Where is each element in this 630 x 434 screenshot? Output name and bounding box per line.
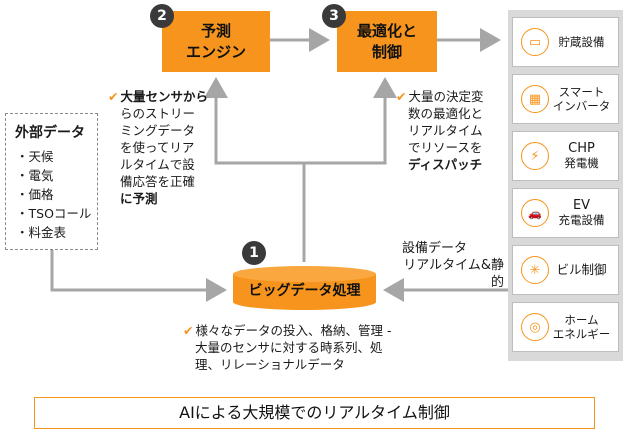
external-data-item: 価格 <box>16 185 91 204</box>
equipment-data-line2: リアルタイム&静的 <box>403 258 504 290</box>
check-icon: ✔ <box>108 89 119 104</box>
asset-ev-line1: EV <box>572 198 591 213</box>
optimize-control-line2: 制御 <box>371 42 402 61</box>
forecast-note-line-6: に予測 <box>120 191 158 206</box>
bigdata-note-line-2: 理、リレーショナルデータ <box>195 357 345 372</box>
forecast-engine-line2: エンジン <box>185 42 246 61</box>
optimize-note-line-1: 数の最適化と <box>408 106 484 121</box>
external-data-item: 天候 <box>16 147 91 166</box>
asset-smart-inverter-line1: スマート <box>558 85 605 99</box>
optimize-control-line1: 最適化と <box>356 21 417 40</box>
step-badge-3: 3 <box>322 4 346 28</box>
arrow-external-to-bigdata <box>50 250 227 302</box>
asset-chp-line2: 発電機 <box>564 156 599 170</box>
equipment-data-line1: 設備データ <box>402 241 468 256</box>
forecast-note-line-1: らのストリー <box>120 106 196 121</box>
optimize-note-line-2: リアルタイム <box>408 123 483 138</box>
asset-home-energy: ◎ ホーム エネルギー <box>512 302 619 352</box>
forecast-note-line-2: ミングデータ <box>120 123 196 138</box>
asset-building-control-label: ビル制御 <box>556 262 607 277</box>
bigdata-label: ビッグデータ処理 <box>248 283 361 299</box>
asset-building-control: ✳ ビル制御 <box>512 245 619 295</box>
optimize-control-box: 最適化と 制御 <box>337 11 437 72</box>
asset-chp-line1: CHP <box>568 141 595 156</box>
forecast-note: ✔大量センサから らのストリー ミングデータ を使ってリア ルタイムで設 備応答… <box>108 88 208 207</box>
external-data-box: 外部データ 天候 電気 価格 TSOコール 料金表 <box>5 113 98 250</box>
asset-chp: ⚡ CHP 発電機 <box>512 131 619 181</box>
asset-ev-line2: 充電設備 <box>558 213 605 227</box>
external-data-item: 料金表 <box>16 223 91 242</box>
asset-ev: 🚗 EV 充電設備 <box>512 188 619 238</box>
check-icon: ✔ <box>396 89 407 104</box>
asset-smart-inverter: ▦ スマート インバータ <box>512 74 619 124</box>
bigdata-cylinder <box>233 266 376 310</box>
arrow-bigdata-to-optimize <box>304 77 397 165</box>
external-data-list: 天候 電気 価格 TSOコール 料金表 <box>16 147 92 242</box>
asset-smart-inverter-line2: インバータ <box>552 99 611 113</box>
external-data-item: TSOコール <box>16 204 92 223</box>
step-badge-1: 1 <box>242 241 266 265</box>
optimize-note-line-4: ディスパッチ <box>408 157 483 172</box>
external-data-title: 外部データ <box>15 125 85 141</box>
arrow-bigdata-to-forecast <box>204 77 306 262</box>
bigdata-note-line-1: 大量のセンサに対する時系列、処 <box>195 340 383 355</box>
forecast-note-line-3: を使ってリア <box>120 140 195 155</box>
asset-storage: ▭ 貯蔵設備 <box>512 17 619 67</box>
bigdata-note-line-0: 様々なデータの投入、格納、管理 - <box>195 323 392 338</box>
thermometer-icon: ✳ <box>521 256 549 284</box>
solar-panel-icon: ▦ <box>521 85 549 113</box>
home-energy-icon: ◎ <box>521 313 549 341</box>
ev-car-icon: 🚗 <box>521 199 549 227</box>
asset-home-energy-line1: ホーム <box>564 313 599 327</box>
optimize-note: ✔大量の決定変 数の最適化と リアルタイム でリソースを ディスパッチ <box>396 88 504 173</box>
forecast-engine-box: 予測 エンジン <box>162 11 270 72</box>
optimize-note-line-3: でリソースを <box>408 140 483 155</box>
check-icon: ✔ <box>183 323 194 338</box>
step-badge-2: 2 <box>150 4 174 28</box>
equipment-data-label: 設備データ リアルタイム&静的 <box>392 240 504 291</box>
battery-icon: ▭ <box>521 28 549 56</box>
optimize-note-line-0: 大量の決定変 <box>408 89 484 104</box>
chp-icon: ⚡ <box>521 142 549 170</box>
asset-storage-label: 貯蔵設備 <box>558 35 605 49</box>
external-data-item: 電気 <box>16 166 91 185</box>
forecast-note-line-0: 大量センサから <box>120 89 208 104</box>
forecast-note-line-4: ルタイムで設 <box>120 157 195 172</box>
forecast-note-line-5: 備応答を正確 <box>120 174 196 189</box>
bigdata-note: ✔様々なデータの投入、格納、管理 - 大量のセンサに対する時系列、処 理、リレー… <box>183 322 413 373</box>
forecast-engine-line1: 予測 <box>200 21 231 40</box>
asset-home-energy-line2: エネルギー <box>552 327 611 341</box>
footer-banner: AIによる大規模でのリアルタイム制御 <box>34 397 595 429</box>
